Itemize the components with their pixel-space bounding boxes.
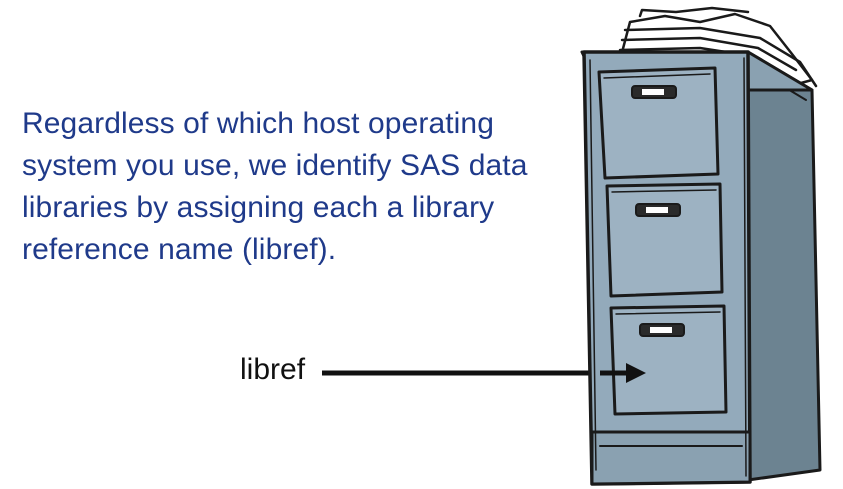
file-cabinet-icon	[580, 6, 822, 486]
drawer-1	[597, 66, 720, 180]
libref-label: libref	[240, 353, 306, 386]
statement-text: Regardless of which host operating syste…	[22, 107, 528, 266]
arrow-head-icon	[626, 363, 646, 383]
drawer-3	[609, 304, 728, 416]
drawer-2	[605, 182, 724, 298]
